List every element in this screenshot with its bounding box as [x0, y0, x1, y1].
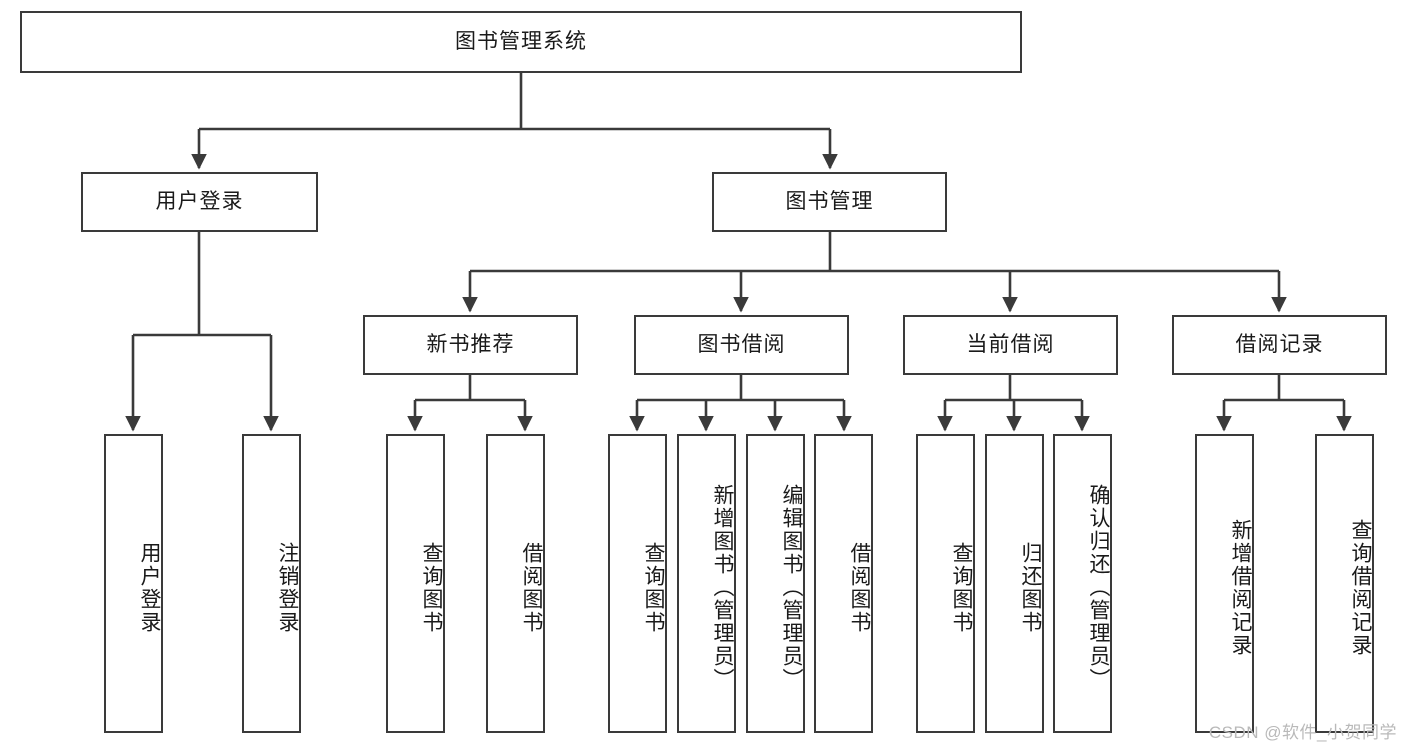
node-label: 归还图书 — [1019, 541, 1042, 634]
node-label: 借阅图书 — [848, 541, 871, 634]
node-label: 当前借阅 — [966, 333, 1055, 357]
node-user-login[interactable]: 用户登录 — [81, 172, 318, 232]
node-leaf-logout[interactable]: 注销登录 — [242, 434, 301, 733]
node-leaf-query-book-current[interactable]: 查询图书 — [916, 434, 975, 733]
node-leaf-query-book[interactable]: 查询图书 — [608, 434, 667, 733]
node-label: 查询图书 — [642, 541, 665, 634]
node-label: 注销登录 — [276, 541, 299, 634]
node-book-borrowing[interactable]: 图书借阅 — [634, 315, 849, 375]
node-label: 用户登录 — [155, 190, 244, 214]
node-leaf-edit-book-admin[interactable]: 编辑图书（管理员） — [746, 434, 805, 733]
node-leaf-add-borrow-record[interactable]: 新增借阅记录 — [1195, 434, 1254, 733]
node-borrowing-record[interactable]: 借阅记录 — [1172, 315, 1387, 375]
node-leaf-user-login[interactable]: 用户登录 — [104, 434, 163, 733]
node-leaf-borrow-book-recommend[interactable]: 借阅图书 — [486, 434, 545, 733]
node-label: 查询图书 — [420, 541, 443, 634]
node-book-management[interactable]: 图书管理 — [712, 172, 947, 232]
node-new-book-recommendation[interactable]: 新书推荐 — [363, 315, 578, 375]
csdn-watermark: CSDN @软件_小贺同学 — [1208, 723, 1397, 742]
node-label: 图书管理系统 — [455, 30, 587, 54]
node-label: 用户登录 — [138, 541, 161, 634]
node-label: 查询图书 — [950, 541, 973, 634]
node-label: 借阅图书 — [520, 541, 543, 634]
node-leaf-query-borrow-record[interactable]: 查询借阅记录 — [1315, 434, 1374, 733]
node-label: 新书推荐 — [426, 333, 515, 357]
node-label: 新增借阅记录 — [1229, 518, 1252, 657]
node-leaf-query-book-recommend[interactable]: 查询图书 — [386, 434, 445, 733]
node-label: 借阅记录 — [1235, 333, 1324, 357]
node-label: 新增图书（管理员） — [711, 484, 734, 691]
node-root-book-management-system[interactable]: 图书管理系统 — [20, 11, 1022, 73]
node-leaf-add-book-admin[interactable]: 新增图书（管理员） — [677, 434, 736, 733]
node-leaf-return-book[interactable]: 归还图书 — [985, 434, 1044, 733]
node-current-borrowing[interactable]: 当前借阅 — [903, 315, 1118, 375]
node-label: 图书管理 — [785, 190, 874, 214]
node-label: 查询借阅记录 — [1349, 518, 1372, 657]
node-leaf-borrow-book[interactable]: 借阅图书 — [814, 434, 873, 733]
node-label: 编辑图书（管理员） — [780, 484, 803, 691]
node-label: 图书借阅 — [697, 333, 786, 357]
node-leaf-confirm-return-admin[interactable]: 确认归还（管理员） — [1053, 434, 1112, 733]
node-label: 确认归还（管理员） — [1087, 484, 1110, 691]
